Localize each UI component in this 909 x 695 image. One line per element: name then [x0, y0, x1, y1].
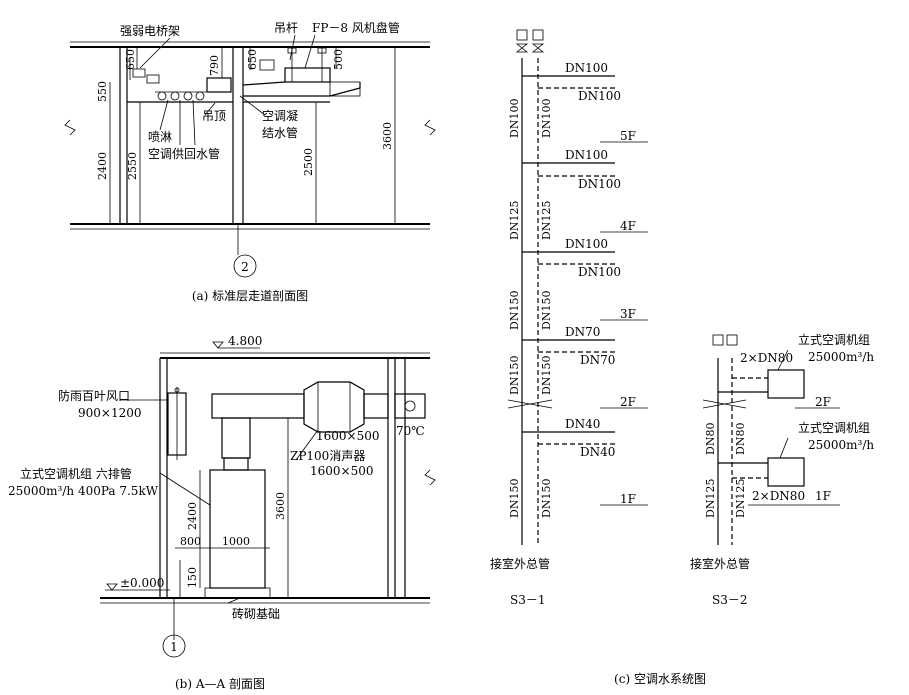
dim-b-3600: 3600 [274, 492, 287, 520]
s32-flow-label-2: 25000m³/h [808, 438, 874, 452]
fan-coil-label: FP－8 风机盘管 [312, 20, 400, 35]
s31-riser-label-5: DN150 [508, 291, 521, 330]
s31-branch-5f [522, 75, 648, 143]
s32-riser-label-4: DN125 [734, 479, 747, 518]
s31-name: S3－1 [510, 593, 546, 607]
s31-return-label-3: DN100 [578, 265, 621, 279]
ceiling-label: 吊顶 [202, 109, 226, 123]
dim-b-2400: 2400 [186, 502, 199, 530]
panel-c-caption: (c) 空调水系统图 [614, 672, 706, 686]
s31-riser-label-9: DN150 [508, 479, 521, 518]
s31-riser-label-7: DN150 [508, 356, 521, 395]
condensate-label-2: 结水管 [262, 125, 298, 140]
s32-riser-label-2: DN80 [734, 423, 747, 455]
s31-floor-2f: 2F [620, 395, 636, 409]
s31-supply-label-3: DN100 [565, 237, 608, 251]
panel-c-water-system: 5F 4F 3F 2F 1F DN100 DN100 DN100 DN100 D… [490, 29, 874, 686]
s31-riser-label-4: DN125 [540, 201, 553, 240]
dim-550: 550 [96, 81, 109, 102]
s32-branch-label-1: 2×DN80 [740, 351, 793, 365]
ac-supply-return-label: 空调供回水管 [148, 146, 220, 161]
condensate-label-1: 空调凝 [262, 108, 298, 123]
s31-riser-label-6: DN150 [540, 291, 553, 330]
dim-3600: 3600 [381, 122, 394, 150]
s31-return-label-1: DN100 [578, 89, 621, 103]
dim-500: 500 [332, 49, 345, 70]
duct-size-label: 1600×500 [316, 429, 380, 443]
s31-return-label-4: DN70 [580, 353, 615, 367]
panel-a-caption: (a) 标准层走道剖面图 [192, 289, 308, 303]
s32-bottom-label: 接室外总管 [690, 556, 750, 571]
panel-b-section-aa: 4.800 ±0.000 1 防雨百叶风口 9 [8, 334, 436, 691]
panel-a-axis-label: 2 [241, 260, 249, 274]
elevation-top: 4.800 [228, 334, 262, 348]
s32-name: S3－2 [712, 593, 748, 607]
ahu-spec-label: 25000m³/h 400Pa 7.5kW [8, 484, 159, 498]
s31-branch-3f [522, 251, 648, 321]
s31-bottom-label: 接室外总管 [490, 556, 550, 571]
s31-branch-1f [522, 431, 648, 506]
fire-damper-label: 70℃ [396, 424, 425, 438]
s31-supply-label-4: DN70 [565, 325, 600, 339]
s31-branch-2f [522, 339, 648, 409]
s31-riser-label-8: DN150 [540, 356, 553, 395]
dim-650-left: 650 [124, 49, 137, 70]
dim-790: 790 [208, 55, 221, 76]
silencer-size-label: 1600×500 [310, 464, 374, 478]
dim-b-1000: 1000 [222, 535, 250, 548]
dim-650-right: 650 [246, 49, 259, 70]
s32-flow-label-1: 25000m³/h [808, 350, 874, 364]
s31-riser-label-1: DN100 [508, 99, 521, 138]
s32-ahu-label-2: 立式空调机组 [798, 420, 870, 435]
s32-riser-label-1: DN80 [704, 423, 717, 455]
s31-floor-1f: 1F [620, 492, 636, 506]
s32-branch-label-2: 2×DN80 [752, 489, 805, 503]
s31-floor-3f: 3F [620, 307, 636, 321]
dim-b-800: 800 [180, 535, 201, 548]
dim-2500: 2500 [302, 148, 315, 176]
s31-riser-label-2: DN100 [540, 99, 553, 138]
elevation-zero: ±0.000 [120, 576, 164, 590]
hanger-label: 吊杆 [274, 21, 298, 35]
dim-2550: 2550 [126, 152, 139, 180]
sprinkler-label: 喷淋 [148, 130, 172, 144]
base-label: 砖砌基础 [232, 606, 280, 621]
dim-b-150: 150 [186, 567, 199, 588]
s32-floor-2f: 2F [815, 395, 831, 409]
s31-supply-label-5: DN40 [565, 417, 600, 431]
s32-floor-1f: 1F [815, 489, 831, 503]
s31-riser-label-10: DN150 [540, 479, 553, 518]
s31-floor-5f: 5F [620, 129, 636, 143]
louver-label: 防雨百叶风口 [58, 388, 130, 403]
s31-floor-4f: 4F [620, 219, 636, 233]
s31-supply-label-2: DN100 [565, 148, 608, 162]
s32-riser-label-3: DN125 [704, 479, 717, 518]
dim-2400: 2400 [96, 152, 109, 180]
s31-riser-label-3: DN125 [508, 201, 521, 240]
panel-a-corridor-section: 2 强弱电桥架 吊杆 FP－8 风机盘管 喷淋 空调供回水管 吊顶 空调凝 结水… [64, 20, 436, 303]
cable-tray-label: 强弱电桥架 [120, 24, 180, 38]
panel-b-caption: (b) A—A 剖面图 [175, 677, 265, 691]
louver-size-label: 900×1200 [78, 406, 142, 420]
s31-return-label-5: DN40 [580, 445, 615, 459]
s31-return-label-2: DN100 [578, 177, 621, 191]
panel-b-axis-label: 1 [170, 640, 178, 654]
s31-branch-4f [522, 162, 648, 233]
s31-supply-label-1: DN100 [565, 61, 608, 75]
s32-ahu-label-1: 立式空调机组 [798, 332, 870, 347]
silencer-label: ZP100消声器 [290, 449, 365, 463]
ahu-label: 立式空调机组 六排管 [20, 466, 132, 481]
